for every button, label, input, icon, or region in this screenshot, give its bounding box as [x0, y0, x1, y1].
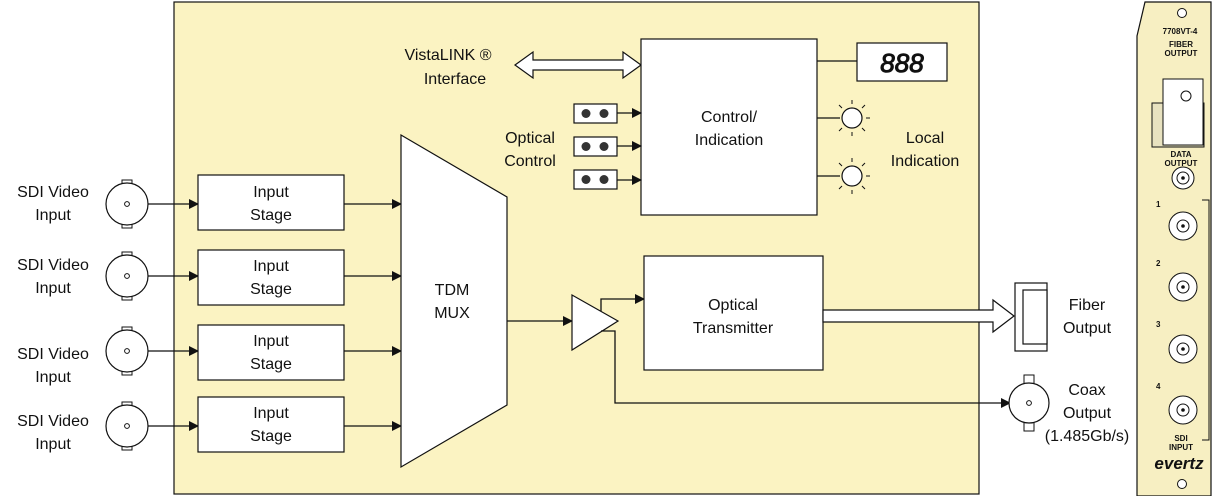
coax-center-pin [1026, 400, 1032, 406]
input-label: SDI Video [17, 257, 89, 274]
bnc-center-pin [124, 273, 130, 279]
panel-model: 7708VT-4 [1163, 27, 1198, 36]
panel-num-3: 3 [1156, 320, 1161, 329]
input-stage-label: Stage [250, 207, 292, 224]
input-stage-label: Stage [250, 356, 292, 373]
optical-control-label: Optical [505, 130, 555, 147]
input-label: Input [35, 280, 71, 297]
input-stage-block [197, 396, 345, 453]
fiber-output-label: Fiber [1069, 297, 1106, 314]
panel-screw-icon [1177, 479, 1187, 489]
control-label: Control/ [701, 109, 758, 126]
input-label: Input [35, 207, 71, 224]
local-indication-label: Indication [891, 153, 960, 170]
coax-output-label: Output [1063, 405, 1112, 422]
fiber-connector-inner [1022, 289, 1048, 345]
input-row-3: SDI Video Input Input Stage [17, 324, 402, 386]
jumper-block-icon [573, 136, 618, 157]
input-label: Input [35, 369, 71, 386]
panel-screw-icon [1177, 8, 1187, 18]
rear-panel: 7708VT-4 FIBER OUTPUT DATA OUTPUT 1 2 3 … [1136, 1, 1212, 496]
panel-brand-logo: evertz [1154, 454, 1204, 473]
input-label: SDI Video [17, 346, 89, 363]
bnc-center-pin [124, 201, 130, 207]
jumper-3 [573, 169, 642, 190]
panel-num-1: 1 [1156, 200, 1161, 209]
seven-segment-display-icon [856, 42, 948, 82]
panel-sdi-label: INPUT [1169, 443, 1193, 452]
led-icon [841, 165, 863, 187]
input-row-1: SDI Video Input Input Stage [17, 174, 402, 231]
panel-fiber-label: FIBER [1169, 40, 1193, 49]
amp-to-transmitter-arrow [600, 294, 645, 311]
coax-output-label: Coax [1068, 382, 1105, 399]
panel-sdi-label: SDI [1174, 434, 1187, 443]
tdm-mux-label: TDM [435, 282, 470, 299]
input-label: SDI Video [17, 413, 89, 430]
input-row-4: SDI Video Input Input Stage [17, 396, 402, 453]
input-stage-label: Stage [250, 428, 292, 445]
seven-segment-text: 888 [880, 48, 924, 78]
input-label: SDI Video [17, 184, 89, 201]
local-indication-label: Local [906, 130, 944, 147]
jumper-1 [573, 103, 642, 124]
rear-panel-plate [1136, 1, 1212, 496]
input-stage-label: Stage [250, 281, 292, 298]
input-label: Input [35, 436, 71, 453]
jumper-block-icon [573, 103, 618, 124]
tdm-mux-block [400, 133, 508, 469]
bnc-center-pin [124, 423, 130, 429]
panel-data-label: DATA [1170, 150, 1191, 159]
led-2 [817, 158, 870, 194]
panel-fiber-label: OUTPUT [1165, 49, 1198, 58]
control-label: Indication [695, 132, 764, 149]
vistalink-label: VistaLINK ® [404, 47, 491, 64]
input-stage-block [197, 174, 345, 231]
amp-to-coax-arrow [601, 330, 1011, 408]
vistalink-label: Interface [424, 71, 486, 88]
panel-num-4: 4 [1156, 382, 1161, 391]
amplifier-triangle [571, 293, 620, 352]
jumper-2 [573, 136, 642, 157]
panel-num-2: 2 [1156, 259, 1161, 268]
fiber-output-label: Output [1063, 320, 1112, 337]
control-indication-block [640, 38, 818, 216]
input-stage-block [197, 249, 345, 306]
input-stage-label: Input [253, 184, 289, 201]
tdm-mux-label: MUX [434, 305, 470, 322]
optical-transmitter-block [643, 255, 824, 371]
input-stage-block [197, 324, 345, 381]
transmitter-label: Transmitter [693, 320, 774, 337]
panel-fiber-port-icon [1180, 90, 1192, 102]
input-stage-label: Input [253, 333, 289, 350]
led-1 [817, 100, 870, 136]
panel-fiber-port [1162, 78, 1204, 146]
panel-data-label: OUTPUT [1165, 159, 1198, 168]
led-icon [841, 107, 863, 129]
panel-input-bracket [1202, 199, 1210, 441]
input-row-2: SDI Video Input Input Stage [17, 249, 402, 306]
coax-output-label: (1.485Gb/s) [1045, 428, 1129, 445]
input-stage-label: Input [253, 405, 289, 422]
bnc-center-pin [124, 348, 130, 354]
input-stage-label: Input [253, 258, 289, 275]
optical-control-label: Control [504, 153, 556, 170]
transmitter-label: Optical [708, 297, 758, 314]
fiber-hollow-arrow [822, 298, 1015, 334]
jumper-block-icon [573, 169, 618, 190]
